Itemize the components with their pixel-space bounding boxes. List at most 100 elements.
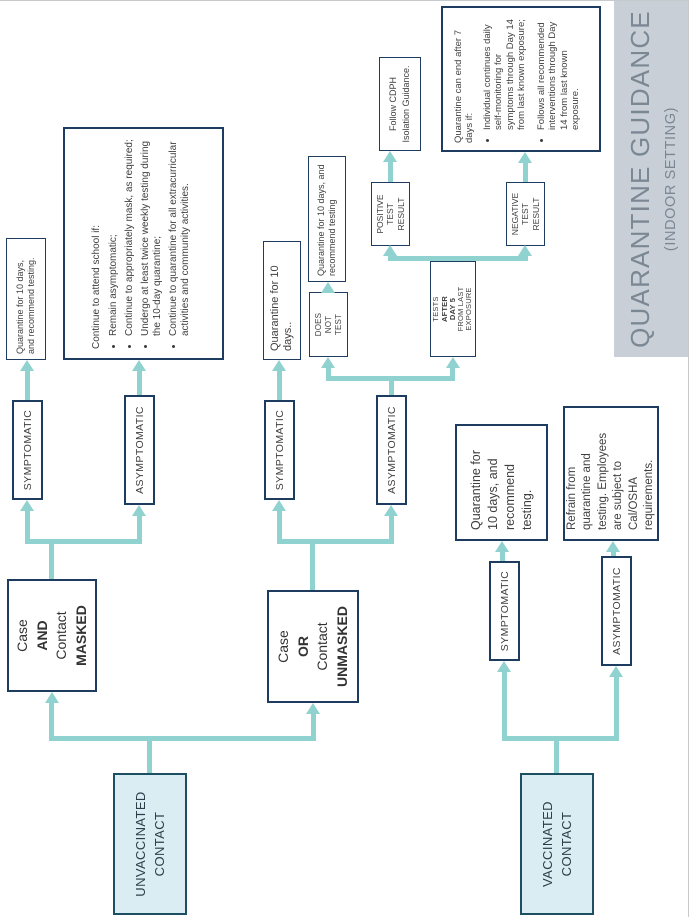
outcome-quarantine-10: Quarantine for 10 days.. — [263, 241, 301, 360]
node-asymptomatic-vaccinated: ASYMPTOMATIC — [601, 556, 632, 666]
arrowhead-negative-outcome — [518, 152, 532, 163]
connector-masked-to-asymptomatic — [137, 516, 142, 544]
node-asymptomatic-unmasked: ASYMPTOMATIC — [376, 395, 407, 505]
connector-unmasked-stem — [310, 543, 315, 590]
bullet-item: Undergo at least twice weekly testing du… — [140, 138, 164, 336]
connector-tests-branch — [388, 256, 528, 261]
connector-asymptomatic2-branch — [326, 376, 455, 381]
arrowhead-positive-outcome — [383, 151, 397, 162]
node-label-line: DOES — [313, 312, 323, 337]
arrowhead-does-not-test — [321, 357, 335, 368]
arrowhead-does-not-test-outcome — [321, 282, 335, 293]
connector-asymptomatic-outcome — [137, 371, 142, 395]
outcome-end-after-7: Quarantine can end after 7 days if: Indi… — [441, 6, 601, 152]
connector-to-does-not-test — [326, 368, 331, 381]
outcome-vaccinated-symptomatic: Quarantine for 10 days, and recommend te… — [455, 424, 548, 541]
node-label-line: TEST — [333, 313, 343, 336]
connector-to-case-masked — [49, 703, 54, 741]
connector-masked-to-symptomatic — [25, 511, 30, 544]
connector-vaccinated-branch — [502, 736, 619, 741]
arrowhead-symptomatic-outcome — [20, 360, 34, 371]
arrowhead-masked-asymptomatic — [132, 505, 146, 516]
arrowhead-tests-after — [446, 357, 460, 368]
node-label-line: POSITIVE — [374, 194, 385, 234]
outcome-intro: Continue to attend school if: — [91, 225, 102, 349]
node-does-not-test: DOES NOT TEST — [309, 292, 348, 357]
node-label-line: VACCINATED — [540, 801, 555, 887]
node-label-line: Contact — [314, 622, 330, 671]
arrowhead-symptomatic2-outcome — [272, 360, 286, 371]
node-label-line: CONTACT — [559, 811, 574, 877]
connector-unvaccinated-stem — [147, 738, 152, 773]
node-case-and-contact-masked: Case AND Contact MASKED — [7, 579, 97, 692]
node-label-line: Case — [275, 630, 291, 663]
connector-masked-stem — [49, 541, 54, 579]
connector-unvaccinated-branch — [49, 736, 316, 741]
connector-vaccinated-to-asymptomatic — [614, 677, 619, 741]
node-tests-after-day5: TESTS AFTER DAY 5 FROM LAST EXPOSURE — [430, 261, 476, 357]
node-label-line: UNVACCINATED — [133, 791, 148, 897]
arrowhead-negative — [518, 245, 532, 256]
connector-symptomatic-outcome — [25, 371, 30, 400]
arrowhead-positive — [383, 245, 397, 256]
connector-unmasked-to-symptomatic — [277, 511, 282, 544]
node-positive-test-result: POSITIVE TEST RESULT — [371, 182, 410, 246]
node-negative-test-result: NEGATIVE TEST RESULT — [506, 182, 545, 246]
connector-vac-symptomatic-outcome — [500, 552, 505, 561]
outcome-quarantine-10-recommend-b: Quarantine for 10 days, and recommend te… — [308, 156, 346, 282]
bullet-item: Continue to appropriately mask, as requi… — [124, 138, 136, 336]
node-label-line: RESULT — [530, 197, 541, 231]
node-vaccinated-contact: VACCINATED CONTACT — [520, 773, 594, 915]
connector-vaccinated-stem — [554, 738, 559, 773]
connector-vac-asymptomatic-outcome — [611, 552, 616, 556]
node-label-line: MASKED — [72, 605, 89, 666]
node-label-line: EXPOSURE — [464, 287, 474, 331]
arrowhead-vac-symptomatic-outcome — [495, 541, 509, 552]
outcome-bullet-list: Individual continues daily self-monitori… — [482, 15, 590, 143]
node-symptomatic-vaccinated: SYMPTOMATIC — [489, 561, 520, 661]
node-label-line: AND — [33, 620, 50, 651]
connector-unmasked-branch — [277, 539, 394, 544]
node-label-line: UNMASKED — [333, 606, 350, 687]
connector-negative-outcome — [523, 163, 528, 182]
arrowhead-to-case-masked — [45, 692, 59, 703]
connector-masked-branch — [25, 539, 142, 544]
page-subtitle: (INDOOR SETTING) — [662, 106, 679, 252]
connector-vaccinated-to-symptomatic — [502, 672, 507, 741]
node-label-line: NEGATIVE — [509, 192, 520, 236]
page-title: QUARANTINE GUIDANCE — [624, 10, 655, 348]
arrowhead-unmasked-asymptomatic — [384, 505, 398, 516]
outcome-follow-cdph: Follow CDPH Isolation Guidance. — [379, 57, 421, 151]
bullet-item: Follows all recommended interventions th… — [536, 15, 582, 130]
arrowhead-asymptomatic-outcome — [132, 360, 146, 371]
arrowhead-masked-symptomatic — [20, 500, 34, 511]
outcome-quarantine-10-recommend: Quarantine for 10 days, and recommend te… — [6, 238, 46, 360]
title-banner: QUARANTINE GUIDANCE (INDOOR SETTING) — [614, 1, 688, 357]
outcome-intro: Quarantine can end after 7 days if: — [452, 29, 476, 143]
bullet-item: Continue to quarantine for all extracurr… — [168, 138, 192, 336]
arrowhead-vac-asymptomatic-outcome — [606, 541, 620, 552]
bullet-item: Remain asymptomatic; — [108, 138, 120, 336]
node-label-line: TEST — [520, 203, 531, 225]
node-asymptomatic-masked: ASYMPTOMATIC — [124, 395, 155, 505]
node-symptomatic-masked: SYMPTOMATIC — [12, 400, 43, 500]
bullet-item: Individual continues daily self-monitori… — [482, 15, 528, 130]
arrowhead-to-case-unmasked — [306, 703, 320, 714]
node-label-line: TEST — [385, 203, 396, 225]
connector-unmasked-to-asymptomatic — [389, 516, 394, 544]
outcome-vaccinated-asymptomatic: Refrain from quarantine and testing. Emp… — [563, 406, 659, 541]
node-label-line: CONTACT — [152, 811, 167, 877]
arrowhead-vaccinated-asymptomatic — [609, 666, 623, 677]
connector-symptomatic2-outcome — [277, 371, 282, 400]
node-label-line: Contact — [53, 611, 69, 660]
connector-to-tests-after — [450, 368, 455, 381]
outcome-text: Quarantine for 10 days.. — [268, 265, 295, 351]
node-label-line: Case — [14, 619, 30, 652]
arrowhead-vaccinated-symptomatic — [497, 661, 511, 672]
outcome-bullet-list: Remain asymptomatic; Continue to appropr… — [108, 138, 196, 349]
connector-to-case-unmasked — [311, 714, 316, 741]
connector-positive-outcome — [388, 162, 393, 182]
node-symptomatic-unmasked: SYMPTOMATIC — [264, 400, 295, 500]
